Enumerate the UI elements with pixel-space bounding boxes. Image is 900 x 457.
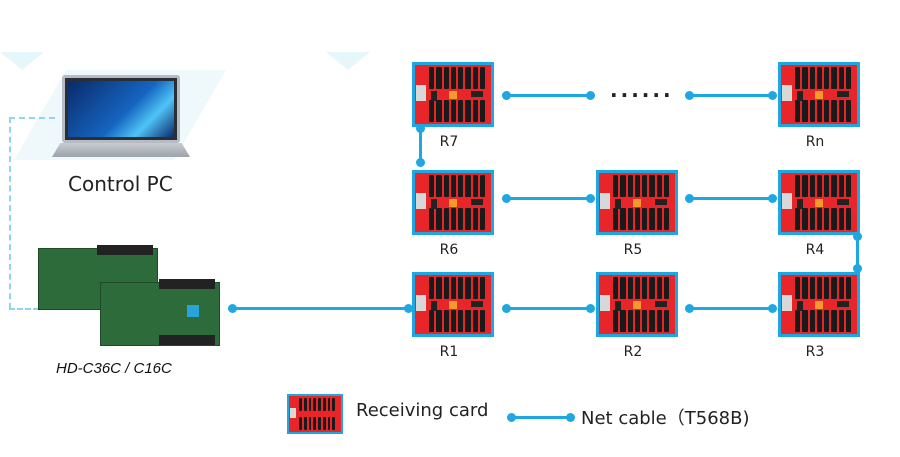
net-cable-r4-r5 [689,197,772,200]
cable-endpoint [768,91,777,100]
cable-endpoint [586,91,595,100]
cable-endpoint [416,158,425,167]
cable-endpoint [853,264,862,273]
net-cable-r5-r6 [506,197,590,200]
cable-endpoint [685,91,694,100]
net-cable-r7-next [506,94,590,97]
receiving-card-r7 [412,62,494,127]
receiving-card-r4 [778,170,860,235]
net-cable-controller-r1 [232,307,408,310]
cable-endpoint [853,232,862,241]
cable-endpoint [502,304,511,313]
pc-link-dashed [9,117,11,309]
cable-endpoint [416,124,425,133]
receiving-card-label: R1 [439,344,459,360]
net-cable-prev-rn [689,94,772,97]
cable-endpoint [502,91,511,100]
decor-triangle [0,52,44,70]
legend-net-cable-label: Net cable（T568B) [581,408,750,429]
receiving-card-label: R3 [805,344,825,360]
net-cable-r3-r4 [856,236,859,268]
controller-model-label: HD-C36C / C16C [56,360,172,377]
chain-ellipsis: ...... [610,78,674,102]
cable-endpoint [586,304,595,313]
receiving-card-label: Rn [805,134,825,150]
receiving-card-r3 [778,272,860,337]
control-pc-label: Control PC [68,172,173,196]
receiving-card-r1 [412,272,494,337]
cable-endpoint [502,194,511,203]
receiving-card-r6 [412,170,494,235]
receiving-card-r2 [596,272,678,337]
legend-receiving-card-icon [287,394,343,434]
net-cable-r1-r2 [506,307,590,310]
pc-link-dashed [9,308,39,310]
net-cable-r2-r3 [689,307,772,310]
decor-triangle [326,52,370,70]
legend-receiving-card-label: Receiving card [356,400,489,421]
cable-endpoint [404,304,413,313]
net-cable-r6-r7 [419,128,422,162]
receiving-card-label: R2 [623,344,643,360]
receiving-card-label: R7 [439,134,459,150]
receiving-card-label: R6 [439,242,459,258]
cable-endpoint [768,194,777,203]
receiving-card-rn [778,62,860,127]
receiving-card-r5 [596,170,678,235]
receiving-card-label: R4 [805,242,825,258]
cable-endpoint [586,194,595,203]
cable-endpoint [768,304,777,313]
receiving-card-label: R5 [623,242,643,258]
pc-link-dashed [9,117,55,119]
cable-endpoint [685,304,694,313]
cable-endpoint [685,194,694,203]
cable-endpoint [228,304,237,313]
